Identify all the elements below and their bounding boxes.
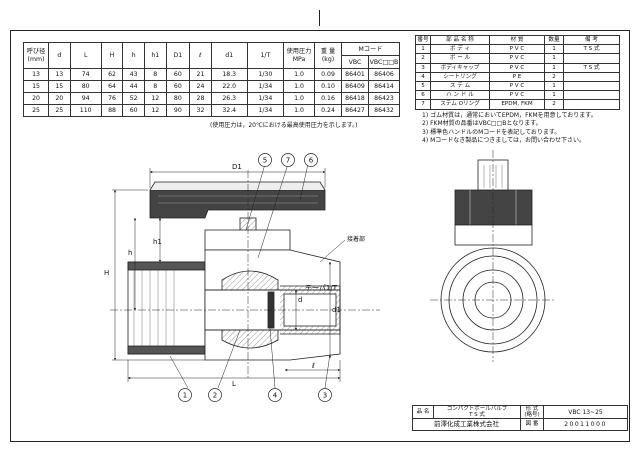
label-adhesive: 接着部 [347, 235, 365, 243]
balloon-5: 5 [258, 153, 272, 167]
svg-text:2: 2 [213, 392, 217, 400]
pressure-footnote: (使用圧力は，20℃における最高使用圧力を示します。) [210, 122, 358, 129]
part-balloons: 1 2 4 3 5 7 6 [178, 153, 332, 402]
table-cell: 110 [69, 104, 102, 117]
label-h: h [128, 249, 132, 257]
table-cell: 88 [100, 104, 124, 117]
title-model: VBC 13~25 [543, 405, 628, 419]
table-cell: 86427 [341, 104, 369, 117]
front-section-view [110, 170, 380, 378]
table-cell: 90 [165, 104, 191, 117]
parts-cell [563, 53, 620, 64]
balloon-2: 2 [208, 388, 222, 402]
center-mark [319, 10, 320, 26]
table-cell: 86432 [368, 104, 400, 117]
col-header-pressure: 使用圧力 MPa [283, 42, 315, 69]
balloon-6: 6 [304, 153, 318, 167]
title-drawing-no: 20011000 [543, 418, 628, 431]
dimension-table-header-row: 呼び径 (mm) d L H h h1 D1 ℓ d1 1/T 使用圧力 MPa… [23, 42, 400, 69]
label-ell: ℓ [311, 362, 315, 370]
note-item: 2) FKM材質の品番はVBC□□Bとなります。 [422, 120, 542, 128]
side-view [430, 150, 556, 362]
notes-block: 1) ゴム材質は，通常においてEPDM，FKMを用意しております。 2) FKM… [422, 112, 597, 146]
note-item: 4) Mコードなき製品につきましては，お問い合わせ下さい。 [422, 137, 585, 145]
svg-text:1: 1 [183, 392, 187, 400]
label-L: L [232, 380, 236, 388]
parts-cell: T S 式 [563, 44, 620, 55]
balloon-1: 1 [178, 388, 192, 402]
dimension-table: 呼び径 (mm) d L H h h1 D1 ℓ d1 1/T 使用圧力 MPa… [23, 42, 400, 117]
product-name: コンパクトボールバルブ [446, 406, 508, 412]
note-item: 1) ゴム材質は，通常においてEPDM，FKMを用意しております。 [422, 112, 597, 119]
label-h1: h1 [153, 238, 162, 246]
product-sub: T S 式 [469, 412, 485, 418]
label-D1: D1 [232, 163, 242, 171]
title-code-label: 図 番 [520, 418, 544, 431]
label-taper: テーパ1/T [305, 284, 338, 292]
parts-table-header-row: 番号 部 品 名 称 材 質 数量 備 考 [415, 34, 620, 46]
title-model-label: 形 式 (略号) [520, 405, 544, 419]
balloon-3: 3 [318, 388, 332, 402]
label-H: H [104, 269, 109, 277]
svg-text:5: 5 [263, 157, 267, 165]
svg-text:4: 4 [273, 392, 278, 400]
title-name-label: 品 名 [412, 405, 434, 419]
col-header-D1: D1 [165, 42, 191, 69]
svg-text:3: 3 [323, 392, 327, 400]
handle-shape [149, 189, 326, 219]
table-cell: 1/34 [246, 104, 285, 117]
col-header-taper: 1/T [246, 42, 285, 69]
parts-cell [563, 99, 620, 110]
table-cell: 60 [122, 104, 145, 117]
note-item: 3) 標準色ハンドルのMコードを表記しております。 [422, 128, 561, 136]
label-d: d [298, 296, 302, 304]
table-cell: 25 [23, 104, 49, 117]
drawing-frame [10, 30, 630, 442]
parts-header-remarks: 備 考 [563, 34, 620, 46]
svg-text:6: 6 [309, 157, 314, 165]
dimension-labels: D1 H h h1 L ℓ d d1 テーパ1/T 接着部 [104, 163, 365, 388]
union-nut [127, 261, 206, 355]
balloon-7: 7 [281, 153, 295, 167]
svg-text:7: 7 [286, 157, 290, 165]
front-dimensions [112, 163, 346, 389]
balloon-4: 4 [268, 388, 282, 402]
col-header-nominal: 呼び径 (mm) [23, 42, 49, 69]
label-d1: d1 [332, 306, 341, 314]
title-company: 前澤化成工業株式会社 [412, 418, 521, 431]
title-product: コンパクトボールバルブ T S 式 [433, 405, 521, 419]
title-block: 品 名 コンパクトボールバルブ T S 式 形 式 (略号) VBC 13~25… [412, 405, 628, 431]
col-header-L: L [69, 42, 102, 69]
